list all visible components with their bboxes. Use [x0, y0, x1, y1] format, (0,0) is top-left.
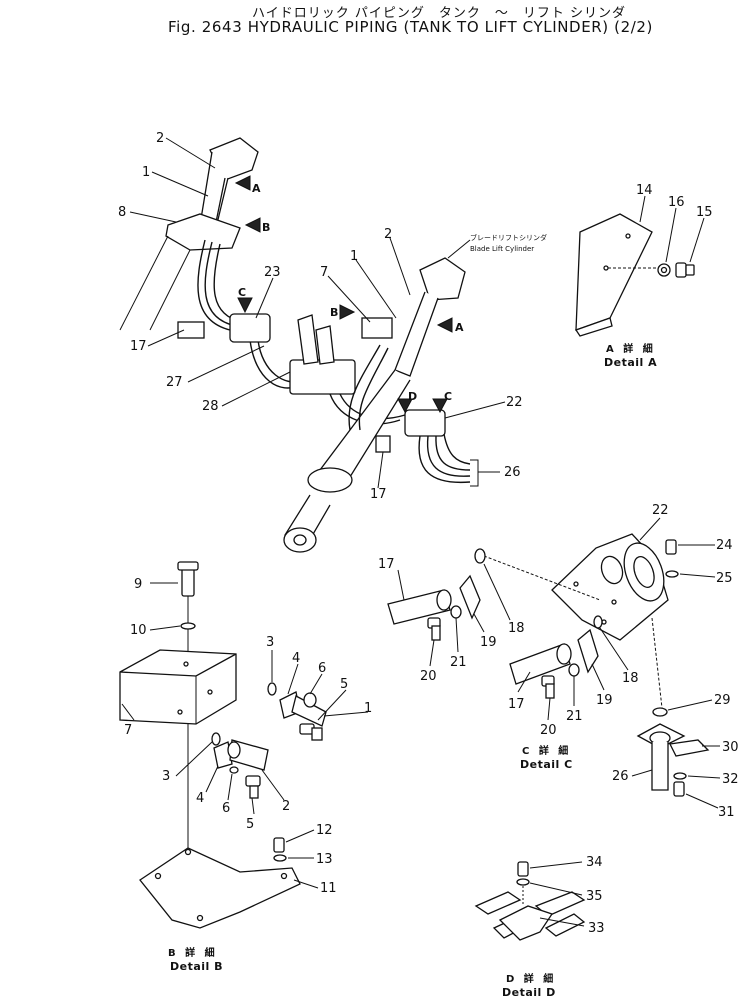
detail-a: 14 16 15 A 詳 細 Detail A: [574, 183, 713, 369]
detail-d: 34 35 33 D 詳 細 Detail D: [474, 855, 605, 996]
detail-d-english: Detail D: [502, 986, 556, 996]
part-num: 22: [506, 395, 523, 410]
part-num: 22: [652, 503, 669, 518]
part-num: 27: [166, 375, 183, 390]
callout-b-upper: B: [262, 221, 270, 234]
part-num: 1: [364, 701, 372, 716]
detail-c-english: Detail C: [520, 758, 573, 771]
part-num: 25: [716, 571, 733, 586]
part-num: 20: [420, 669, 437, 684]
part-num: 2: [282, 799, 290, 814]
part-num: 21: [566, 709, 583, 724]
right-lift-cylinder: [283, 239, 471, 553]
japanese-title: ハイドロリック パイピング タンク ～ リフト シリンダ: [252, 6, 627, 21]
part-num: 14: [636, 183, 653, 198]
callout-a-upper: A: [252, 182, 261, 195]
part-num: 18: [508, 621, 525, 636]
part-num: 31: [718, 805, 735, 820]
callout-b-main: B: [330, 306, 338, 319]
left-hoses: [177, 239, 306, 389]
part-num: 17: [508, 697, 525, 712]
part-num: 19: [596, 693, 613, 708]
detail-d-japanese: D 詳 細: [506, 972, 556, 985]
part-num: 1: [142, 165, 150, 180]
part-num: 35: [586, 889, 603, 904]
callout-a-main: A: [455, 321, 464, 334]
part-num: 16: [668, 195, 685, 210]
part-num: 1: [350, 249, 358, 264]
part-num: 6: [318, 661, 326, 676]
figure-title: Fig. 2643 HYDRAULIC PIPING (TANK TO LIFT…: [168, 18, 653, 36]
part-num: 30: [722, 740, 739, 755]
part-num: 13: [316, 852, 333, 867]
part-num: 7: [124, 723, 132, 738]
detail-c: 22 24 25 17 18 19 20 21 18 17 19 20 21 2…: [378, 503, 739, 820]
detail-b-japanese: B 詳 細: [168, 946, 218, 959]
part-num: 4: [292, 651, 300, 666]
part-num: 18: [622, 671, 639, 686]
cylinder-name-label: ブレードリフトシリンダ Blade Lift Cylinder: [470, 233, 547, 253]
part-num: 26: [504, 465, 521, 480]
part-num: 26: [612, 769, 629, 784]
part-num: 8: [118, 205, 126, 220]
part-num: 17: [378, 557, 395, 572]
left-lift-cylinder: [119, 137, 259, 331]
part-num: 11: [320, 881, 337, 896]
callout-c-left: C: [238, 286, 246, 299]
detail-a-japanese: A 詳 細: [606, 342, 656, 355]
part-num: 2: [384, 227, 392, 242]
part-num: 17: [370, 487, 387, 502]
part-num: 3: [162, 769, 170, 784]
callout-d-main: D: [408, 390, 417, 403]
part-num: 15: [696, 205, 713, 220]
part-num: 19: [480, 635, 497, 650]
detail-b-english: Detail B: [170, 960, 223, 973]
cylinder-label-japanese: ブレードリフトシリンダ: [470, 233, 547, 242]
detail-a-english: Detail A: [604, 356, 657, 369]
part-num: 7: [320, 265, 328, 280]
main-view-callouts: 2 1 8 17 23 27 28 2 1 7 17 22 26: [118, 131, 523, 502]
part-num: 5: [246, 817, 254, 832]
part-num: 6: [222, 801, 230, 816]
part-num: 20: [540, 723, 557, 738]
part-num: 34: [586, 855, 603, 870]
part-num: 24: [716, 538, 733, 553]
detail-b: 9 10 7 3 4 6 5 1 3 4 6 5 2 12 13 11 B 詳 …: [119, 561, 372, 973]
part-num: 23: [264, 265, 281, 280]
view-arrows: A B C B A D C: [234, 175, 464, 414]
part-num: 29: [714, 693, 731, 708]
detail-c-japanese: C 詳 細: [522, 744, 571, 757]
part-num: 10: [130, 623, 147, 638]
part-num: 4: [196, 791, 204, 806]
right-hoses: [348, 344, 471, 484]
part-num: 28: [202, 399, 219, 414]
part-num: 17: [130, 339, 147, 354]
part-num: 21: [450, 655, 467, 670]
control-valve: [289, 314, 406, 425]
part-num: 33: [588, 921, 605, 936]
part-num: 9: [134, 577, 142, 592]
cylinder-label-english: Blade Lift Cylinder: [470, 245, 534, 253]
part-num: 2: [156, 131, 164, 146]
callout-c-main: C: [444, 390, 452, 403]
part-num: 32: [722, 772, 739, 787]
part-num: 5: [340, 677, 348, 692]
part-num: 12: [316, 823, 333, 838]
part-num: 3: [266, 635, 274, 650]
